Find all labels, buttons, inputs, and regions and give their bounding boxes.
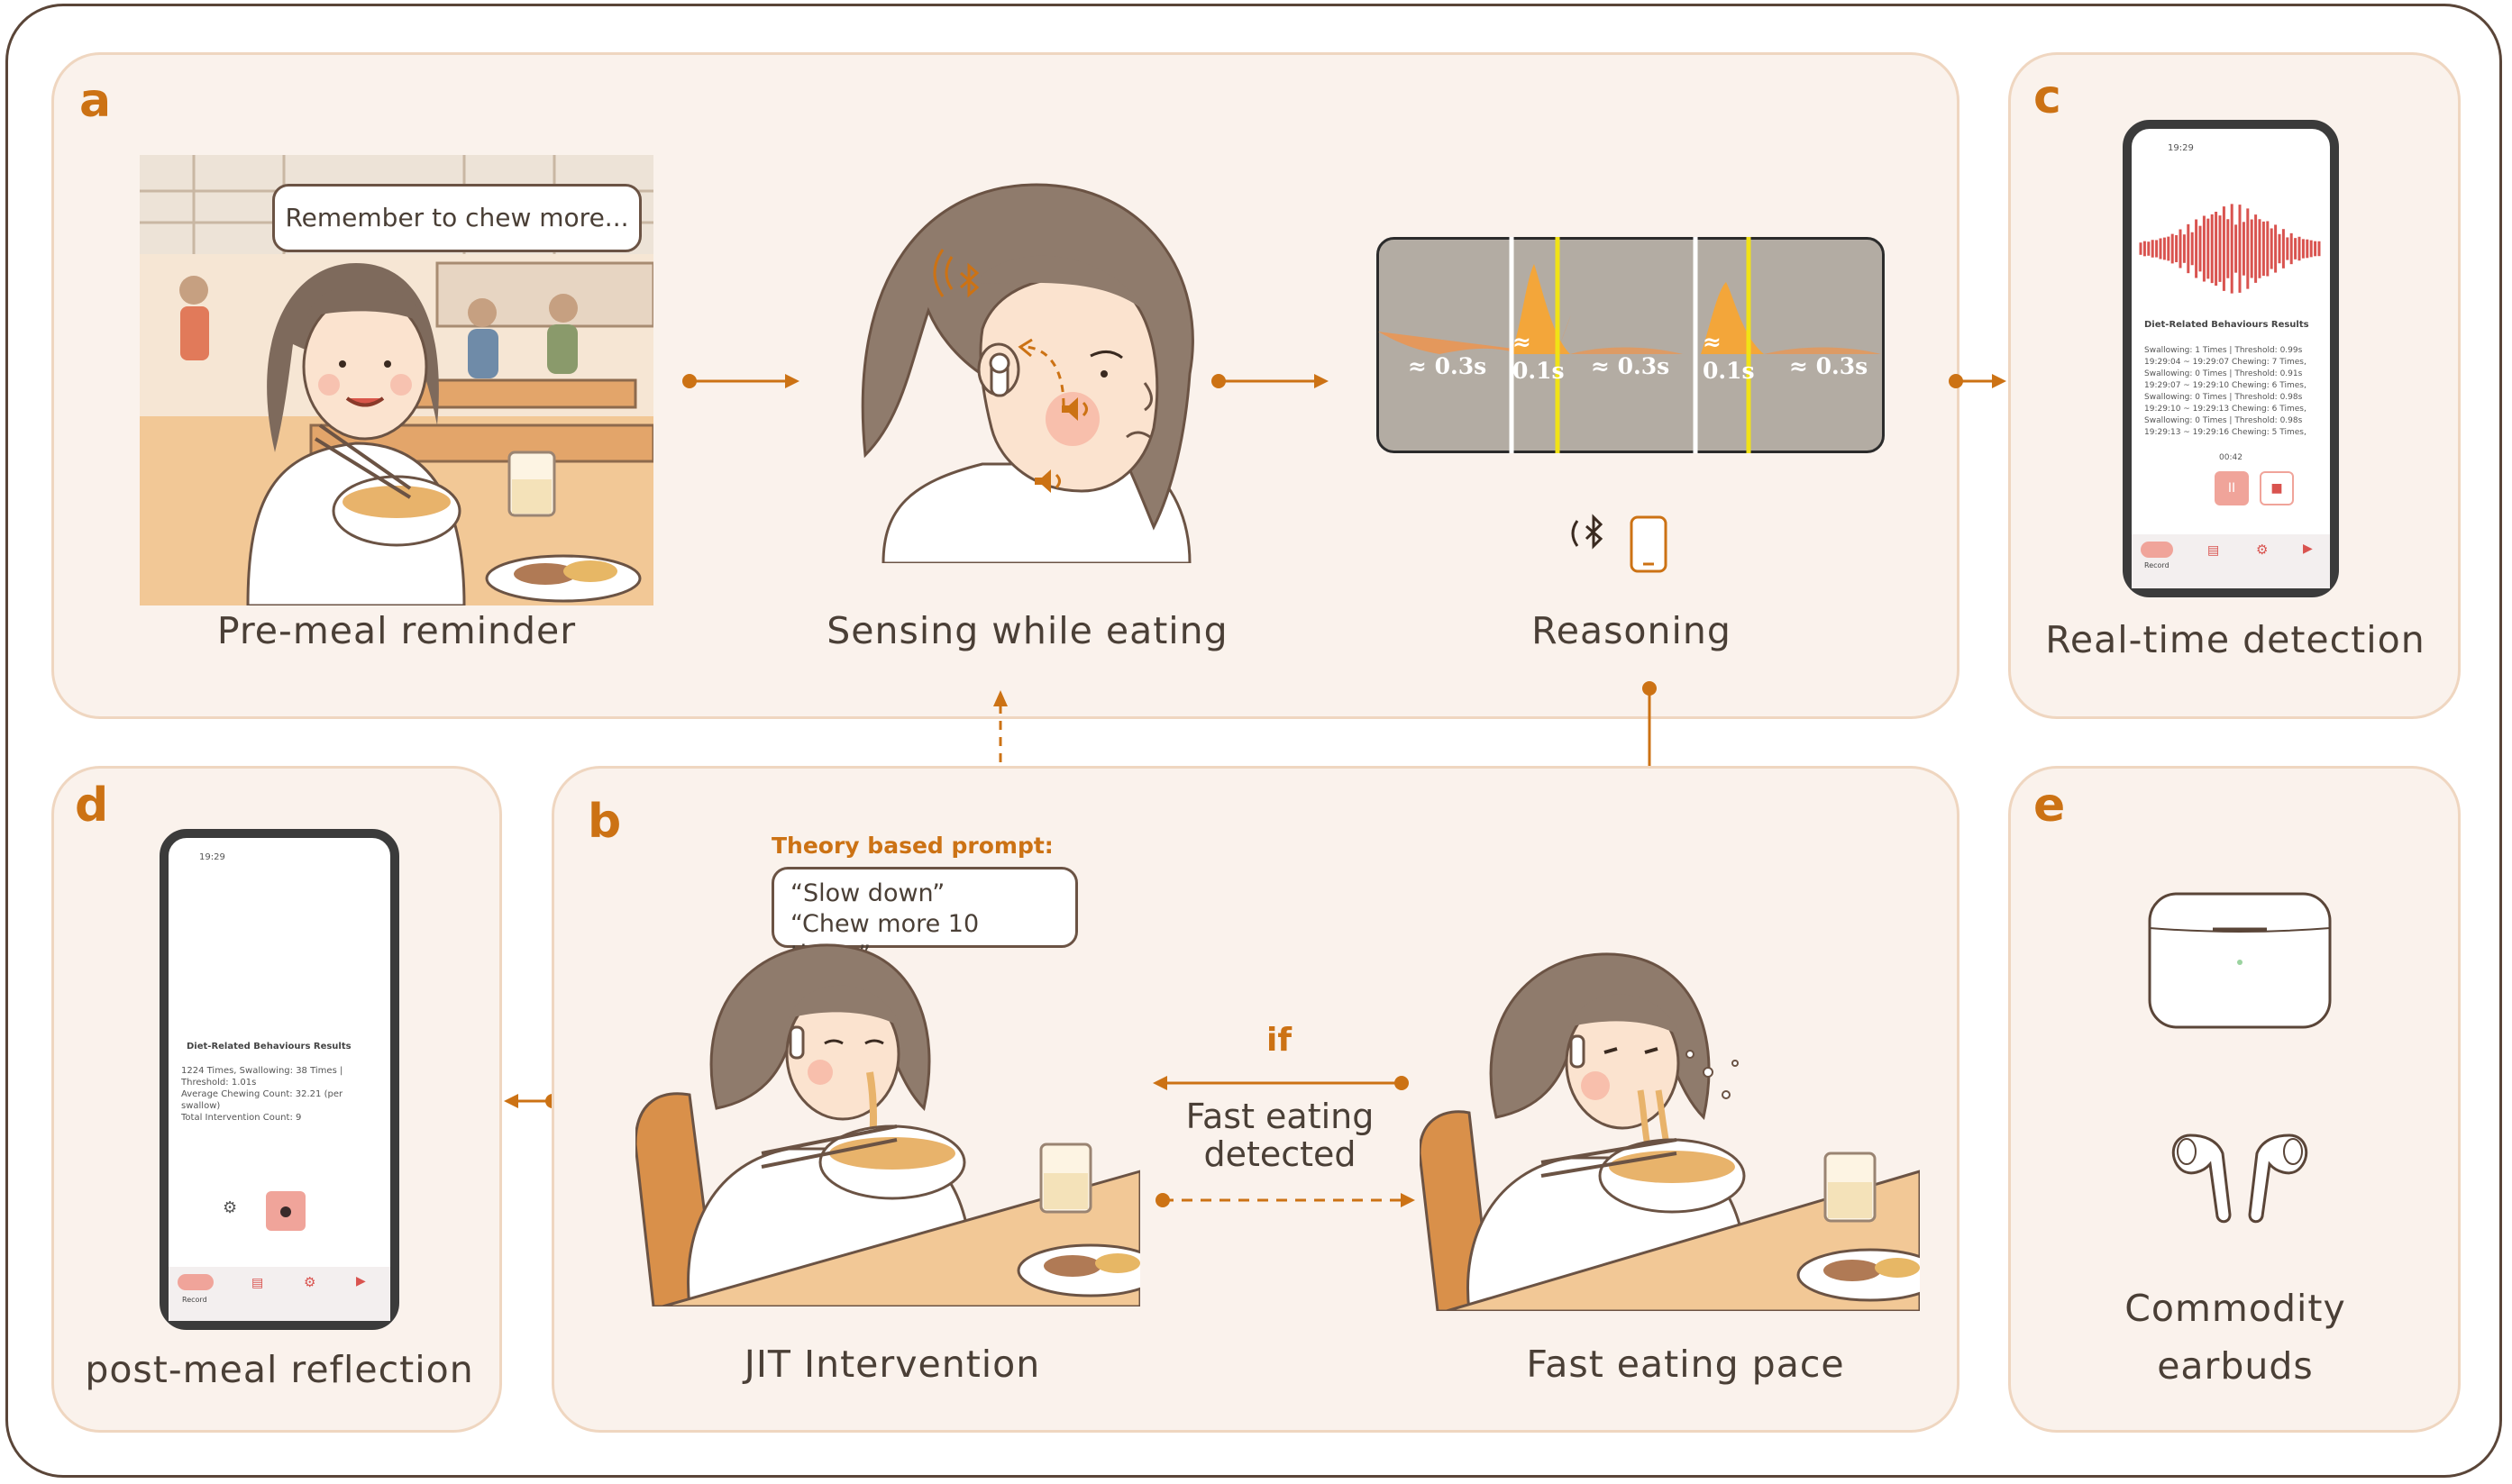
phone-c-waveform [2139,204,2321,294]
premeal-bubble-text: Remember to chew more... [285,203,629,232]
signal-label-4: ≈ 0.1s [1703,329,1755,384]
result-line: 1224 Times, Swallowing: 38 Times | [181,1066,343,1076]
caption-fast: Fast eating pace [1526,1343,1845,1386]
panel-a-letter: a [79,74,112,128]
result-line: 19:29:07 ~ 19:29:10 Chewing: 6 Times, [2144,381,2306,390]
gear-icon[interactable]: ⚙ [223,1198,238,1217]
speaker-icon [1062,397,1088,421]
caption-reasoning: Reasoning [1531,609,1731,652]
phone-c-navbar: Record ▤ ⚙ ▶ [2132,534,2330,588]
nav-notes-icon[interactable]: ▤ [251,1276,264,1290]
arrow-jit-to-fast [1156,1193,1415,1207]
nav-gear-icon[interactable]: ⚙ [304,1274,316,1290]
pause-button[interactable]: II [2215,471,2249,505]
nav-record-label: Record [182,1296,207,1304]
result-line: 19:29:04 ~ 19:29:07 Chewing: 7 Times, [2144,358,2306,367]
panel-e [2008,766,2461,1433]
phone-c-results-title: Diet-Related Behaviours Results [2144,320,2309,330]
outer-frame [5,4,2502,1478]
bluetooth-icon [1571,514,1603,550]
result-line: swallow) [181,1101,221,1111]
earbuds-line-1: Commodity [2124,1287,2346,1330]
caption-postmeal: post-meal reflection [85,1348,474,1391]
fast-eating-illustration [1420,952,1920,1311]
fast-line-2: detected [1203,1134,1356,1174]
panel-d-letter: d [75,778,109,833]
if-label: if [1266,1022,1293,1059]
reasoning-signal-strip [1376,237,1885,453]
phone-d-navbar: Record ▤ ⚙ ▶ [169,1267,390,1321]
phone-c-time: 19:29 [2168,143,2194,153]
panel-b-letter: b [588,795,622,849]
arrow-if-to-jit [1153,1076,1409,1090]
result-line: Average Chewing Count: 32.21 (per [181,1089,343,1099]
caption-premeal: Pre-meal reminder [216,609,577,652]
earbuds-line-2: earbuds [2157,1344,2314,1388]
prompt-line-1: “Slow down” [790,879,945,907]
stop-button[interactable]: ■ [2260,471,2294,505]
phone-c-timer: 00:42 [2219,453,2243,462]
jit-illustration [635,943,1140,1306]
fast-line-1: Fast eating [1185,1097,1375,1136]
premeal-speech-bubble: Remember to chew more... [272,184,642,252]
phone-c: 19:29 Diet-Related Behaviours Results Sw… [2123,120,2339,597]
phone-d: 19:29 Diet-Related Behaviours Results 12… [160,829,399,1330]
arrow-premeal-to-sensing [682,374,799,388]
panel-e-letter: e [2033,778,2066,833]
caption-realtime: Real-time detection [2045,618,2425,661]
earbuds-case-illustration [2148,892,2332,1029]
bluetooth-icon [933,249,980,298]
record-button[interactable] [266,1191,306,1231]
sensing-illustration [861,183,1194,563]
prompt-title: Theory based prompt: [772,833,1054,859]
record-icon [280,1206,291,1217]
signal-label-2: ≈ 0.1s [1512,329,1565,384]
phone-d-time: 19:29 [199,852,225,862]
nav-video-icon[interactable]: ▶ [2303,542,2313,556]
arrow-sensing-to-reasoning [1211,374,1329,388]
result-line: 19:29:10 ~ 19:29:13 Chewing: 6 Times, [2144,405,2306,414]
caption-earbuds: Commodity earbuds [2019,1279,2452,1395]
phone-icon [1630,515,1667,573]
result-line: Total Intervention Count: 9 [181,1113,302,1123]
result-line: Swallowing: 0 Times | Threshold: 0.98s [2144,416,2303,425]
phone-c-results-list: Swallowing: 1 Times | Threshold: 0.99s 1… [2144,345,2325,439]
panel-c-letter: c [2033,70,2061,124]
nav-video-icon[interactable]: ▶ [356,1274,366,1288]
arrow-a-to-c [1949,374,2006,388]
nav-record-label: Record [2144,561,2169,569]
prompt-speech-bubble: “Slow down” “Chew more 10 times” [772,867,1078,969]
result-line: Threshold: 1.01s [181,1078,257,1088]
nav-record-pill[interactable] [178,1274,214,1290]
caption-sensing: Sensing while eating [827,609,1229,652]
nav-notes-icon[interactable]: ▤ [2207,543,2220,558]
signal-label-1: ≈ 0.3s [1408,353,1487,379]
result-line: Swallowing: 1 Times | Threshold: 0.99s [2144,346,2303,355]
nav-record-pill[interactable] [2141,542,2173,558]
phone-d-results-title: Diet-Related Behaviours Results [187,1042,352,1052]
result-line: Swallowing: 0 Times | Threshold: 0.98s [2144,393,2303,402]
signal-label-3: ≈ 0.3s [1591,353,1670,379]
earbuds-illustration [2171,1133,2308,1224]
phone-d-results-list: 1224 Times, Swallowing: 38 Times | Thres… [181,1065,379,1124]
result-line: 19:29:13 ~ 19:29:16 Chewing: 5 Times, [2144,428,2306,437]
fast-eating-detected: Fast eating detected [1145,1097,1415,1173]
nav-gear-icon[interactable]: ⚙ [2256,542,2269,558]
caption-jit: JIT Intervention [744,1343,1041,1386]
signal-label-5: ≈ 0.3s [1789,353,1868,379]
result-line: Swallowing: 0 Times | Threshold: 0.91s [2144,369,2303,378]
